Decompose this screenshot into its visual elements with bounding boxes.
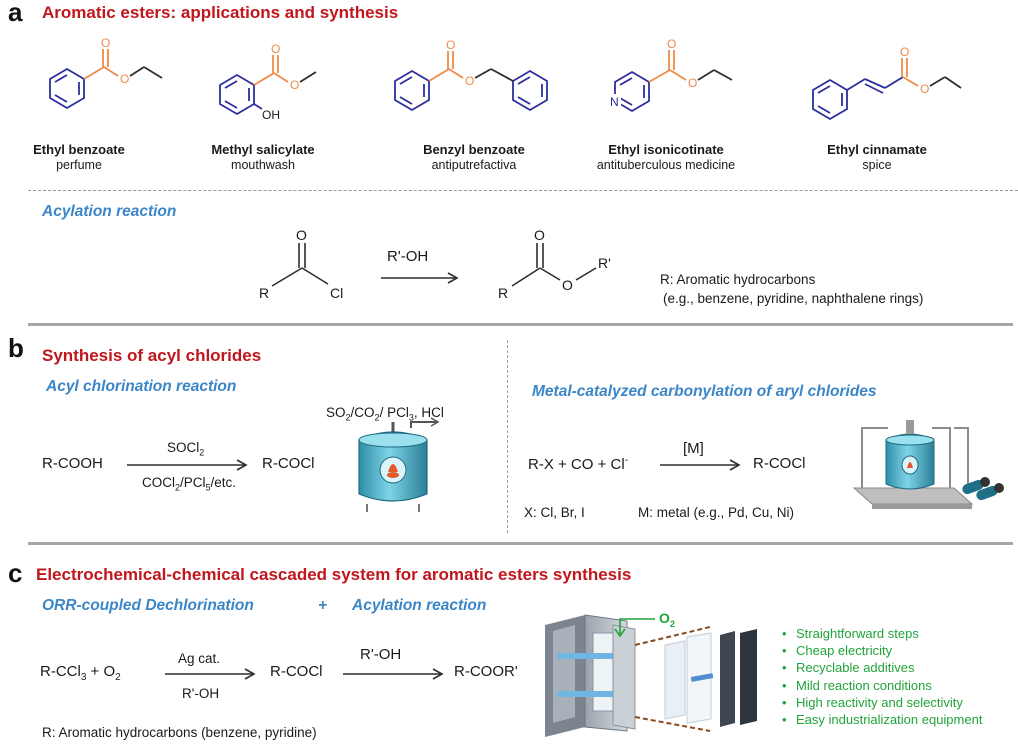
panel-a-letter: a — [8, 0, 23, 27]
o-atom-label: O — [271, 42, 280, 56]
acyl-chlorination-title: Acyl chlorination reaction — [46, 378, 237, 395]
electrochemical-cell-illustration: O 2 — [545, 610, 757, 737]
chlorination-arrow — [127, 459, 248, 471]
r-group-label: R — [259, 285, 269, 301]
metal-note: M: metal (e.g., Pd, Cu, Ni) — [638, 505, 795, 520]
o-atom-label: O — [446, 38, 455, 52]
molecule-name: Benzyl benzoate — [423, 142, 525, 157]
r-prime-label: R' — [598, 255, 611, 271]
cl-atom-label: Cl — [330, 285, 343, 301]
acyl-chloride-product: R-COCl — [262, 455, 315, 472]
o-atom-label: O — [120, 72, 129, 86]
molecule-name: Methyl salicylate — [211, 142, 315, 157]
molecule-use: mouthwash — [231, 158, 295, 172]
panel-b-title: Synthesis of acyl chlorides — [42, 346, 262, 365]
o-atom-label: O — [465, 74, 474, 88]
molecule-name: Ethyl benzoate — [33, 142, 125, 157]
n-atom-label: N — [610, 95, 619, 109]
acylation-title-c: Acylation reaction — [352, 597, 487, 614]
column-separator — [507, 340, 508, 533]
halogen-note: X: Cl, Br, I — [524, 505, 585, 520]
benefits-list: Straightforward steps Cheap electricity … — [782, 626, 982, 729]
methyl-salicylate-structure: O O OH — [219, 42, 317, 122]
benefit-item: High reactivity and selectivity — [782, 695, 982, 710]
acylation-scheme: O R Cl R'-OH O R O R' — [259, 227, 611, 301]
o-atom-label: O — [667, 37, 676, 51]
panel-c-title: Electrochemical-chemical cascaded system… — [36, 565, 632, 584]
metal-catalyst-label: [M] — [683, 440, 704, 457]
byproducts: SO2/CO2/ PCl3, HCl — [326, 405, 444, 423]
r-group-examples: (e.g., benzene, pyridine, naphthalene ri… — [663, 291, 924, 306]
o-atom-label: O — [534, 227, 545, 243]
benefit-item: Cheap electricity — [782, 643, 982, 658]
o-atom-label: O — [290, 78, 299, 92]
o-atom-label: O — [296, 227, 307, 243]
industrial-reactor-illustration — [852, 420, 1004, 509]
r-group-note: R: Aromatic hydrocarbons — [660, 272, 816, 287]
acylation-title: Acylation reaction — [42, 203, 177, 220]
panel-divider — [28, 323, 1013, 326]
o-atom-label: O — [101, 36, 110, 50]
r-group-note-c: R: Aromatic hydrocarbons (benzene, pyrid… — [42, 725, 317, 740]
molecule-use: antiputrefactiva — [431, 158, 517, 172]
orr-dechlorination-title: ORR-coupled Dechlorination — [42, 597, 254, 614]
o2-label: O — [659, 610, 670, 626]
o2-subscript: 2 — [670, 619, 675, 629]
o-atom-label: O — [900, 45, 909, 59]
carbonylation-title: Metal-catalyzed carbonylation of aryl ch… — [532, 383, 877, 400]
molecule-name: Ethyl isonicotinate — [608, 142, 724, 157]
r-group-label: R — [498, 285, 508, 301]
dechlorination-arrow — [165, 668, 256, 680]
ethyl-benzoate-structure: O O — [49, 36, 163, 110]
carbonylation-reactants: R-X + CO + Cl- — [528, 455, 629, 473]
ethyl-isonicotinate-structure: N O O — [609, 37, 733, 113]
molecule-name: Ethyl cinnamate — [827, 142, 927, 157]
thionyl-chloride-reagent: SOCl2 — [167, 440, 205, 458]
carbonylation-arrow — [660, 459, 741, 471]
section-divider — [28, 190, 1018, 191]
plus-sign: + — [318, 597, 328, 614]
alcohol-reagent: R'-OH — [182, 686, 220, 701]
benefit-item: Mild reaction conditions — [782, 678, 982, 693]
benefit-item: Straightforward steps — [782, 626, 982, 641]
o-atom-label: O — [920, 82, 929, 96]
panel-a-title: Aromatic esters: applications and synthe… — [42, 3, 399, 22]
benefit-item: Easy industrialization equipment — [782, 712, 982, 727]
aromatic-ester-product: R-COOR' — [454, 663, 518, 680]
reactor-tank-illustration — [358, 417, 440, 512]
panel-b-letter: b — [8, 333, 24, 363]
silver-catalyst-label: Ag cat. — [178, 651, 221, 666]
o-atom-label: O — [562, 277, 573, 293]
acylation-reagent: R'-OH — [387, 248, 428, 265]
panel-divider — [28, 542, 1013, 545]
benzyl-benzoate-structure: O O — [394, 38, 548, 112]
benefit-item: Recyclable additives — [782, 660, 982, 675]
ethyl-cinnamate-structure: O O — [812, 45, 962, 121]
acylation-arrow-c — [343, 668, 444, 680]
molecule-use: perfume — [56, 158, 102, 172]
molecule-use: spice — [862, 158, 892, 172]
acyl-chloride-intermediate: R-COCl — [270, 663, 323, 680]
alcohol-reagent-2: R'-OH — [360, 646, 402, 663]
alternative-reagents: COCl2/PCl5/etc. — [142, 475, 237, 493]
acid-reactant: R-COOH — [42, 455, 103, 472]
trichloromethyl-reactant: R-CCl3 + O2 — [40, 663, 121, 683]
o-atom-label: O — [688, 76, 697, 90]
oh-group-label: OH — [262, 108, 280, 122]
molecule-use: antituberculous medicine — [596, 158, 736, 172]
panel-c-letter: c — [8, 558, 23, 588]
carbonylation-product: R-COCl — [753, 455, 806, 472]
